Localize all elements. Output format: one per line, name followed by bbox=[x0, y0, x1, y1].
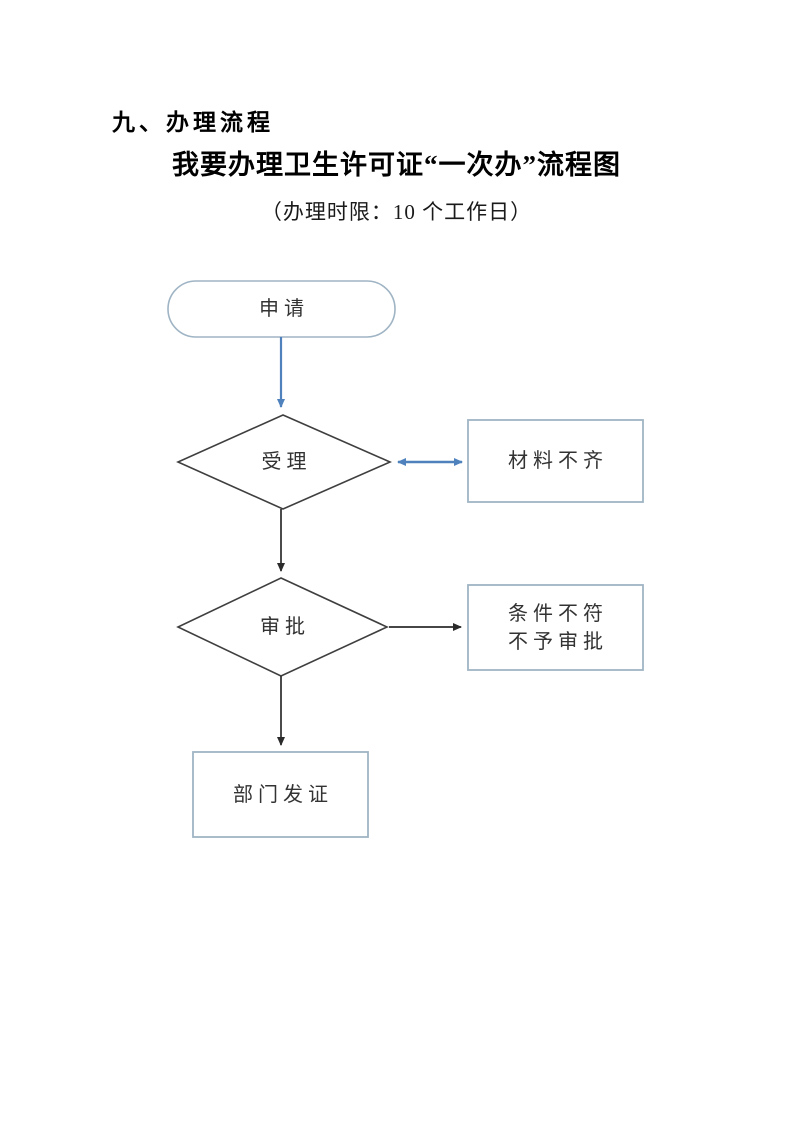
page-subtitle: （办理时限：10 个工作日） bbox=[260, 200, 533, 224]
node-materials-shape bbox=[467, 419, 644, 503]
node-reject-shape bbox=[467, 584, 644, 671]
node-issue-label: 部门发证 bbox=[233, 783, 333, 806]
node-materials-label: 材料不齐 bbox=[508, 450, 608, 472]
node-accept-shape bbox=[176, 414, 392, 510]
node-issue-shape bbox=[192, 751, 369, 838]
node-reject-label: 条件不符 不予审批 bbox=[508, 602, 608, 653]
node-accept-label: 受理 bbox=[261, 451, 312, 473]
page-title: 我要办理卫生许可证“一次办”流程图 bbox=[172, 150, 621, 180]
node-apply-label: 申请 bbox=[259, 298, 309, 320]
node-approval-label: 审批 bbox=[260, 616, 310, 638]
section-heading: 九、办理流程 bbox=[112, 109, 274, 135]
